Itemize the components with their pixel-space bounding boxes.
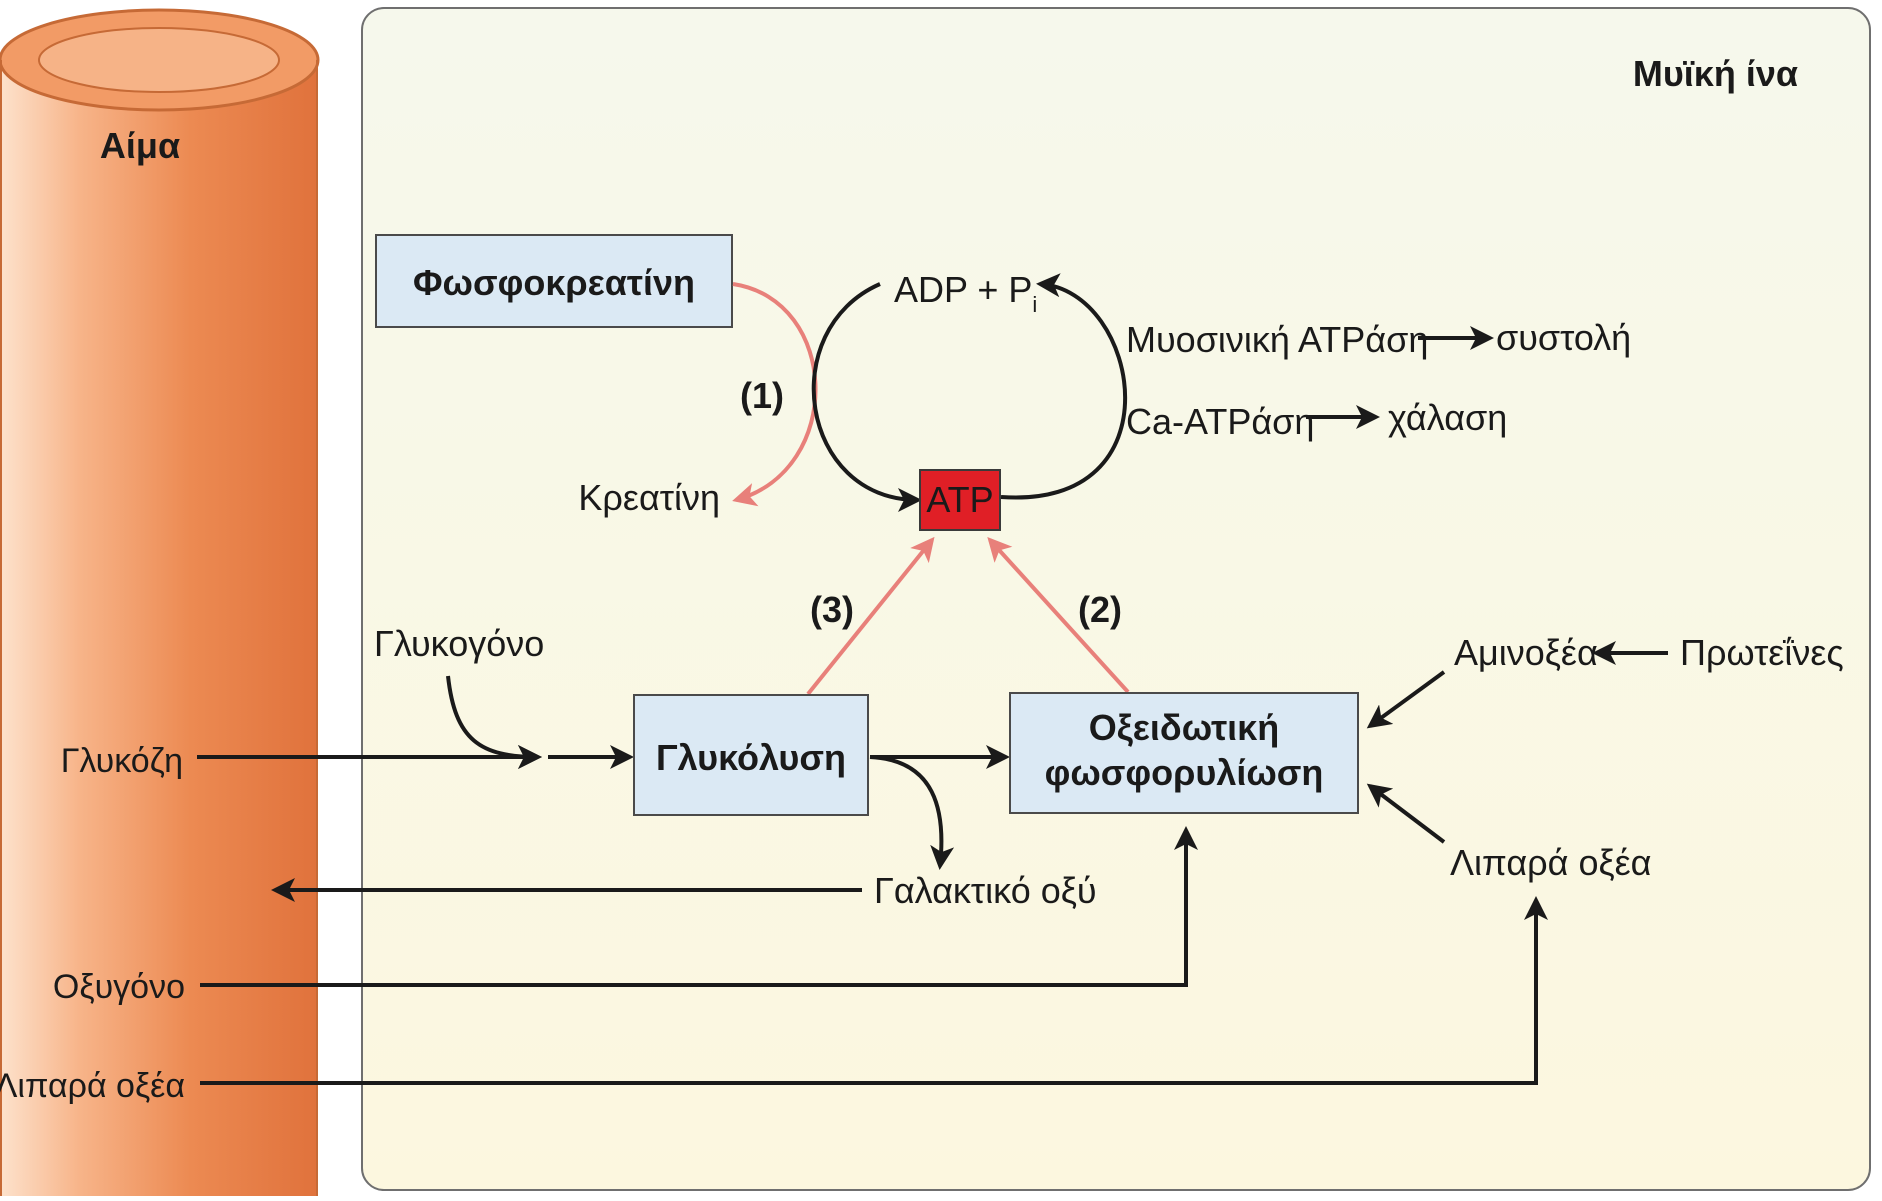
amino-acids-to-oxidative-arrow [1366,670,1446,729]
phosphocreatine-label: Φωσφοκρεατίνη [413,262,695,303]
adp-pi-label: ADP + Pi [894,269,1037,317]
oxidative-line-1: Οξειδωτική [1089,707,1280,748]
glycogen-label: Γλυκογόνο [374,623,544,664]
pi-subscript: i [1032,292,1037,317]
pathway-3-label: (3) [810,589,854,630]
oxidative-phosphorylation-box [1009,692,1359,814]
oxidative-line-2: φωσφορυλίωση [1045,752,1324,793]
proteins-label: Πρωτεΐνες [1680,632,1844,673]
pathway-2-label: (2) [1078,589,1122,630]
lactic-acid-label: Γαλακτικό οξύ [874,870,1097,911]
relaxation-label: χάλαση [1388,397,1507,438]
atp-to-adp-arrow [1000,273,1127,500]
muscle-fiber-title: Μυϊκή ίνα [1633,53,1798,94]
fatty-acids-to-oxidative-arrow [1366,783,1446,844]
blood-fatty-acids-label: Λιπαρά οξέα [0,1067,185,1105]
glycolysis-box [633,694,869,816]
ca-atpase-label: Ca-ATPάση [1126,401,1314,442]
creatine-label: Κρεατίνη [578,477,720,518]
fatty-acids-blood-arrow [200,896,1548,1085]
oxygen-arrow [200,826,1198,987]
atp-label: ATP [926,479,993,520]
muscle-fatty-acids-label: Λιπαρά οξέα [1450,842,1651,883]
blood-glucose-label: Γλυκόζη [61,742,183,780]
glycolysis-to-atp-arrow [806,536,935,696]
blood-vessel [0,8,320,1196]
oxidative-to-atp-arrow [987,537,1130,694]
blood-oxygen-label: Οξυγόνο [53,968,185,1006]
muscle-fiber-panel [361,7,1871,1191]
phosphocreatine-box [375,234,733,328]
blood-title: Αίμα [100,125,180,166]
adp-to-atp-arrow [811,282,922,512]
atp-box [919,469,1001,531]
pathway-1-label: (1) [740,375,784,416]
myosin-atpase-label: Μυοσινική ΑΤΡάση [1126,319,1428,360]
glycolysis-label: Γλυκόλυση [656,737,846,778]
contraction-label: συστολή [1496,317,1631,358]
glycolysis-to-lactic-arrow [869,755,955,870]
amino-acids-label: Αμινοξέα [1454,632,1598,673]
